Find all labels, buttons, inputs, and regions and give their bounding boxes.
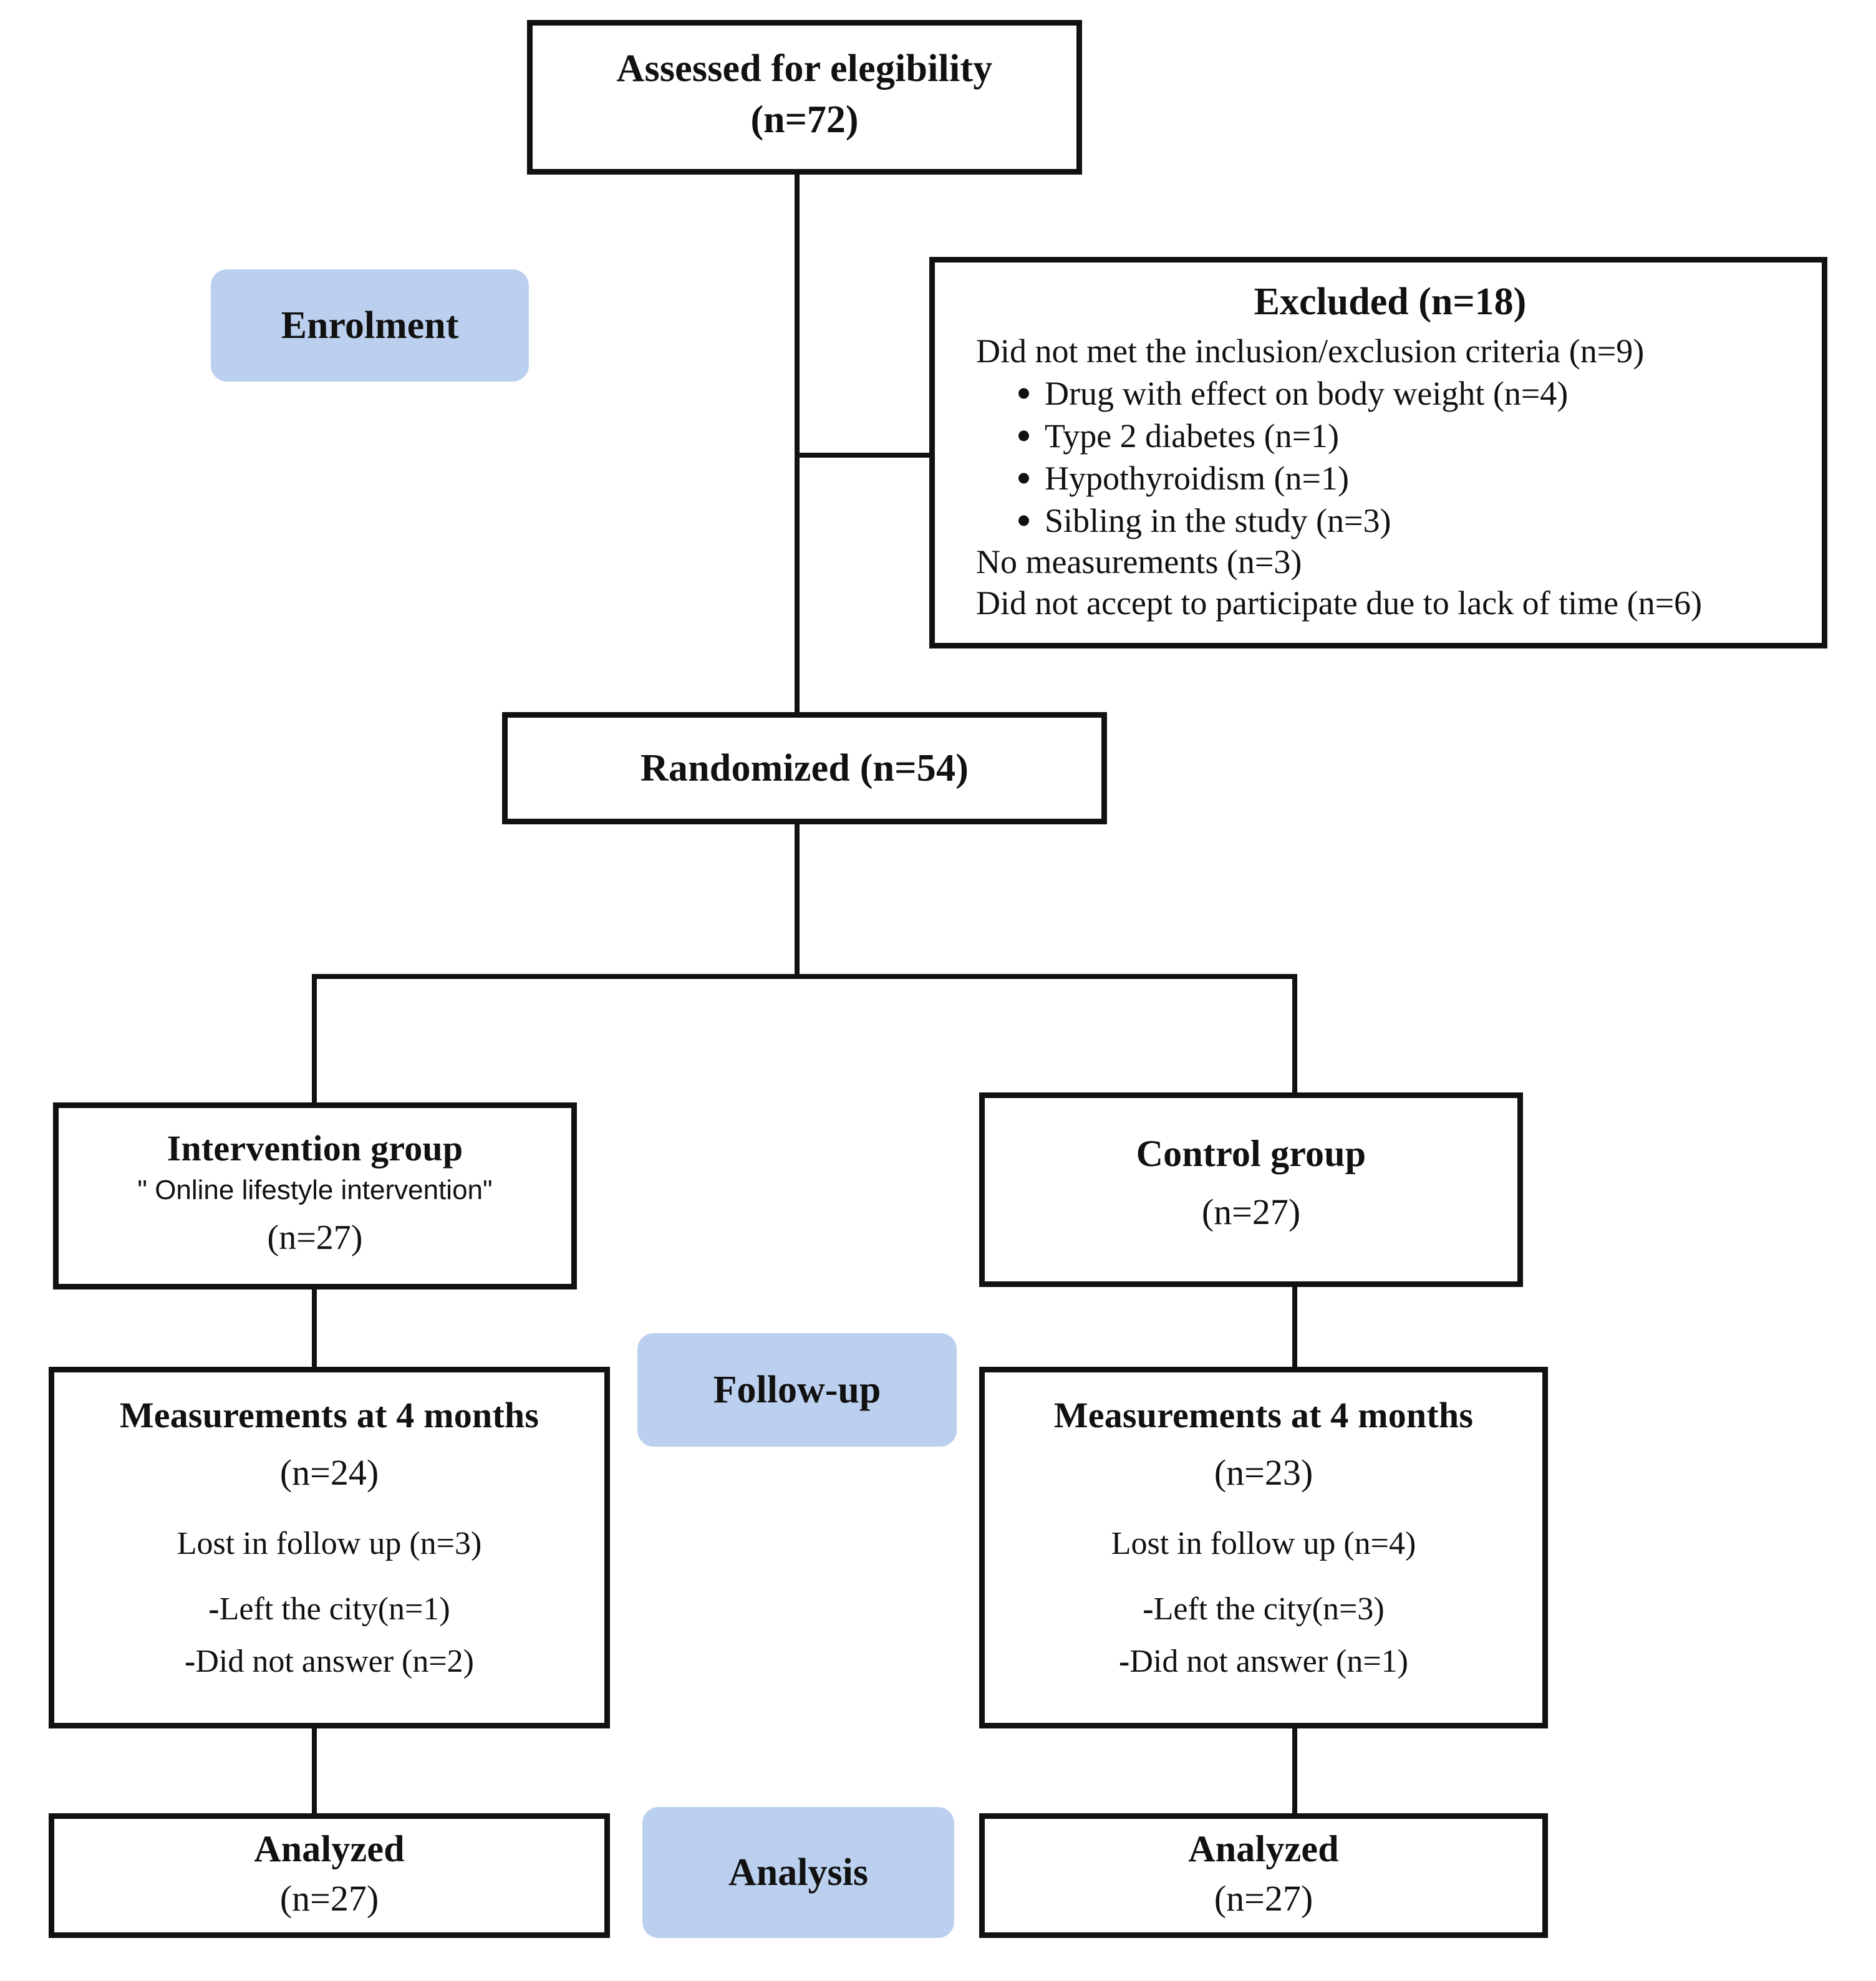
followup-right-count: (n=23) — [1214, 1452, 1313, 1493]
intervention-subtitle: " Online lifestyle intervention" — [137, 1175, 493, 1206]
reason-text: Did not answer (n=1) — [1129, 1644, 1408, 1680]
assessed-heading: Assessed for elegibility — [616, 47, 993, 90]
followup-right-reason-2: -Did not answer (n=1) — [1119, 1639, 1408, 1685]
node-analyzed-control: Analyzed (n=27) — [979, 1813, 1548, 1938]
analyzed-right-count: (n=27) — [1214, 1877, 1313, 1919]
node-followup-control: Measurements at 4 months (n=23) Lost in … — [979, 1367, 1548, 1728]
intervention-count: (n=27) — [267, 1218, 363, 1258]
connector-split-horizontal — [312, 974, 1297, 979]
list-item: Drug with effect on body weight (n=4) — [1016, 372, 1804, 415]
node-followup-intervention: Measurements at 4 months (n=24) Lost in … — [49, 1367, 610, 1728]
followup-left-count: (n=24) — [279, 1452, 379, 1493]
reason-text: Left the city(n=1) — [219, 1591, 450, 1627]
followup-right-lost: Lost in follow up (n=4) — [1111, 1526, 1416, 1562]
assessed-count: (n=72) — [750, 98, 859, 141]
reason-dash: - — [185, 1644, 196, 1680]
connector-control-to-followup — [1292, 1287, 1297, 1369]
connector-followup-to-analyzed-left — [312, 1728, 317, 1816]
reason-dash: - — [1119, 1644, 1130, 1680]
randomized-heading: Randomized (n=54) — [640, 746, 969, 789]
analyzed-left-count: (n=27) — [279, 1877, 379, 1919]
followup-left-lost: Lost in follow up (n=3) — [176, 1526, 482, 1562]
connector-followup-to-analyzed-right — [1292, 1728, 1297, 1816]
node-intervention-group: Intervention group " Online lifestyle in… — [53, 1102, 577, 1289]
node-assessed-for-eligibility: Assessed for elegibility (n=72) — [527, 20, 1082, 175]
excluded-bullet-list: Drug with effect on body weight (n=4) Ty… — [976, 372, 1804, 542]
followup-left-reason-1: -Left the city(n=1) — [208, 1586, 450, 1632]
followup-left-reason-2: -Did not answer (n=2) — [185, 1639, 474, 1685]
stage-label-enrolment: Enrolment — [211, 269, 529, 382]
node-randomized: Randomized (n=54) — [502, 712, 1107, 824]
connector-assessed-to-randomized — [795, 175, 800, 716]
excluded-no-measurements: No measurements (n=3) — [976, 542, 1302, 581]
intervention-heading: Intervention group — [167, 1127, 463, 1169]
list-item: Type 2 diabetes (n=1) — [1016, 415, 1804, 457]
excluded-title: Excluded (n=18) — [1254, 281, 1527, 323]
analyzed-right-heading: Analyzed — [1188, 1828, 1339, 1869]
connector-randomized-down — [795, 824, 800, 978]
reason-text: Did not answer (n=2) — [195, 1644, 474, 1680]
node-analyzed-intervention: Analyzed (n=27) — [49, 1813, 610, 1938]
node-excluded: Excluded (n=18) Did not met the inclusio… — [929, 257, 1827, 648]
followup-right-heading: Measurements at 4 months — [1053, 1395, 1474, 1435]
stage-label-enrolment-text: Enrolment — [281, 304, 459, 347]
connector-split-right — [1292, 974, 1297, 1095]
reason-dash: - — [208, 1591, 220, 1627]
excluded-no-time: Did not accept to participate due to lac… — [976, 584, 1703, 622]
connector-to-excluded — [795, 453, 933, 458]
analyzed-left-heading: Analyzed — [254, 1828, 405, 1869]
followup-right-reason-1: -Left the city(n=3) — [1143, 1586, 1384, 1632]
list-item: Hypothyroidism (n=1) — [1016, 457, 1804, 499]
connector-split-left — [312, 974, 317, 1105]
stage-label-followup: Follow-up — [637, 1333, 957, 1447]
stage-label-analysis-text: Analysis — [728, 1851, 868, 1894]
followup-left-heading: Measurements at 4 months — [119, 1395, 539, 1435]
control-count: (n=27) — [1201, 1192, 1301, 1232]
connector-intervention-to-followup — [312, 1289, 317, 1369]
list-item: Sibling in the study (n=3) — [1016, 499, 1804, 542]
stage-label-followup-text: Follow-up — [713, 1368, 881, 1411]
node-control-group: Control group (n=27) — [979, 1092, 1523, 1287]
excluded-criteria-line: Did not met the inclusion/exclusion crit… — [976, 332, 1645, 370]
stage-label-analysis: Analysis — [642, 1807, 954, 1938]
control-heading: Control group — [1136, 1133, 1366, 1174]
reason-text: Left the city(n=3) — [1153, 1591, 1385, 1627]
reason-dash: - — [1143, 1591, 1154, 1627]
